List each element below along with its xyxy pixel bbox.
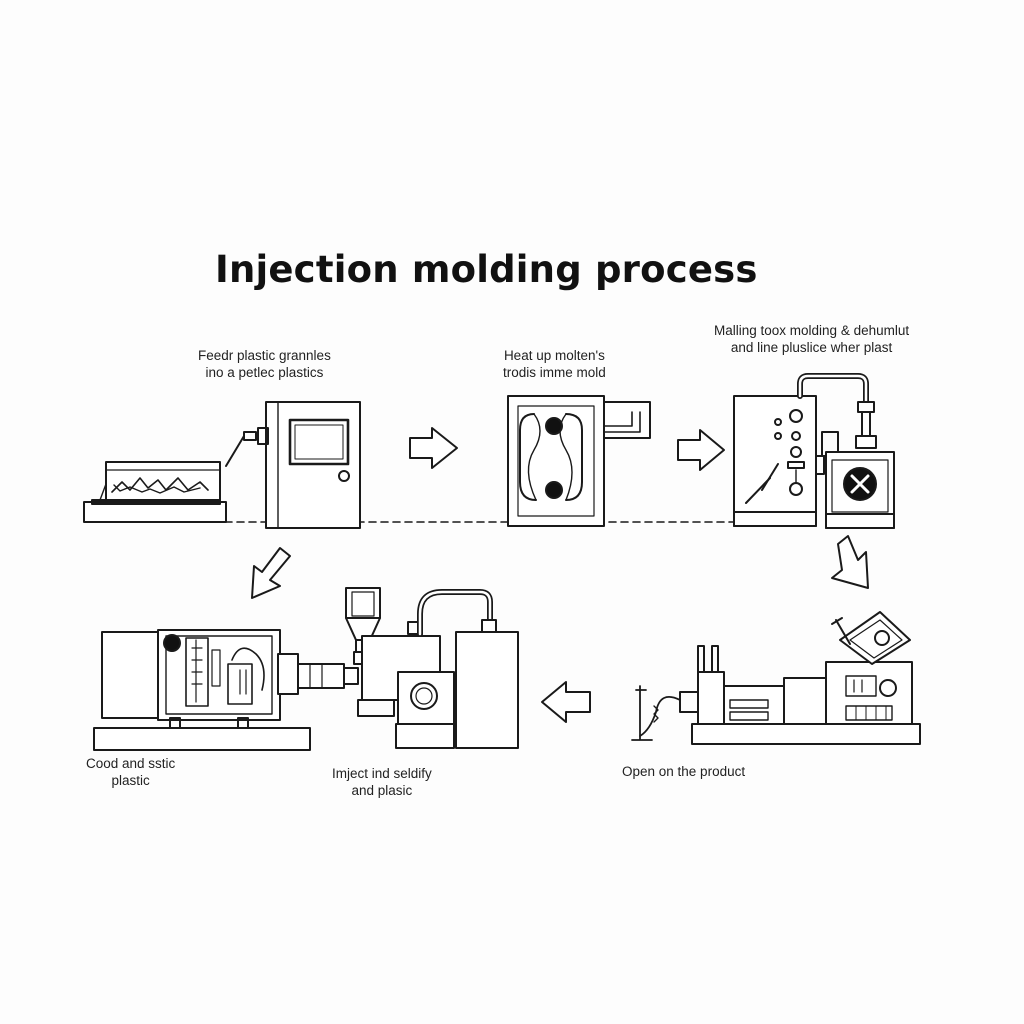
molding-control-unit — [733, 395, 839, 527]
injection-unit — [345, 587, 519, 749]
arrow-down-right — [831, 535, 869, 589]
diagram-title: Injection molding process — [215, 248, 758, 291]
arrow-left — [541, 681, 591, 723]
caption-inject-line-2: and plasic — [351, 783, 413, 798]
heating-mold — [507, 395, 651, 527]
cooling-clamp-unit — [93, 629, 359, 751]
caption-mold: Malling toox molding & dehumlut and line… — [714, 322, 909, 356]
caption-cool: Cood and sstic plastic — [86, 755, 175, 789]
caption-cool-line-1: Cood and sstic — [86, 756, 176, 771]
arrow-right-1 — [409, 427, 458, 469]
caption-heat-line-2: trodis imme mold — [503, 365, 606, 380]
granule-tray — [83, 461, 227, 523]
caption-inject-line-1: Imject ind seldify — [332, 766, 432, 781]
caption-heat-line-1: Heat up molten's — [503, 348, 605, 363]
caption-heat: Heat up molten's trodis imme mold — [503, 347, 606, 381]
arrow-down-left — [251, 547, 291, 599]
dehumidifier-unit — [797, 373, 895, 529]
caption-feed-line-1: Feedr plastic grannles — [198, 348, 331, 363]
caption-feed-line-2: ino a petlec plastics — [205, 365, 324, 380]
caption-inject: Imject ind seldify and plasic — [332, 765, 432, 799]
caption-mold-line-2: and line pluslice wher plast — [730, 340, 893, 355]
caption-feed: Feedr plastic grannles ino a petlec plas… — [198, 347, 331, 381]
ejection-machine — [631, 611, 921, 745]
caption-open-line-1: Open on the product — [622, 764, 746, 779]
caption-mold-line-1: Malling toox molding & dehumlut — [714, 323, 910, 338]
caption-open: Open on the product — [622, 763, 745, 780]
arrow-right-2 — [677, 429, 725, 471]
feed-cabinet — [225, 401, 361, 529]
caption-cool-line-2: plastic — [111, 773, 150, 788]
